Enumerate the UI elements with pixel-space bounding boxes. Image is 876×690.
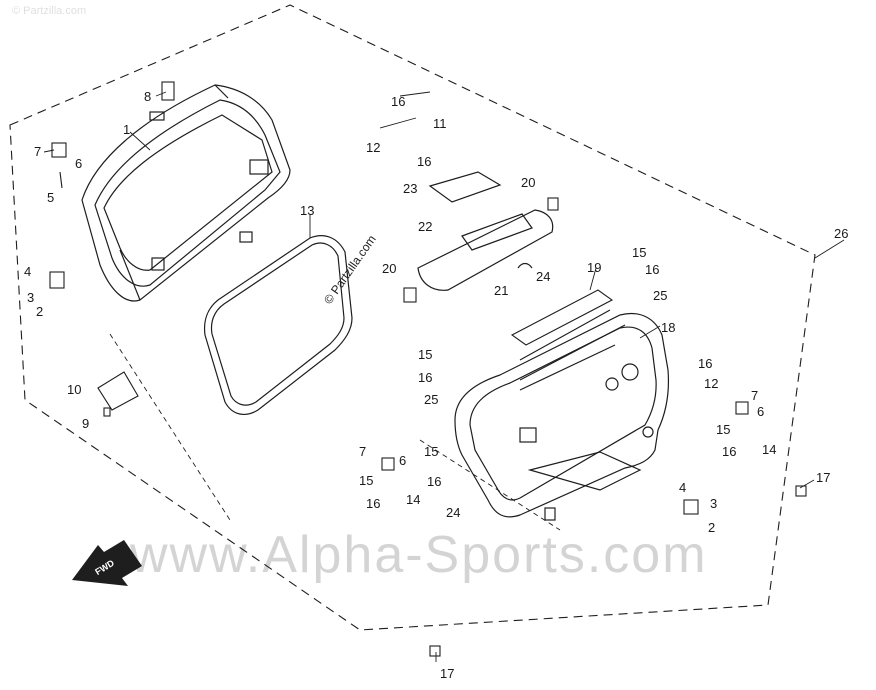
callout-8: 8 (144, 89, 151, 104)
callout-16c: 16 (645, 262, 659, 277)
callout-15a: 15 (632, 245, 646, 260)
callout-3a: 3 (27, 290, 34, 305)
callout-2a: 2 (36, 304, 43, 319)
callout-15e: 15 (716, 422, 730, 437)
callout-12b: 12 (704, 376, 718, 391)
callout-24b: 24 (446, 505, 460, 520)
callout-17a: 17 (816, 470, 830, 485)
callout-1: 1 (123, 122, 130, 137)
callout-16f: 16 (427, 474, 441, 489)
leader-lines (43, 91, 845, 662)
callout-6b: 6 (399, 453, 406, 468)
callout-15c: 15 (424, 444, 438, 459)
callout-15d: 15 (359, 473, 373, 488)
callout-4a: 4 (24, 264, 31, 279)
callout-6c: 6 (757, 404, 764, 419)
assembly-boundary (9, 4, 816, 631)
callout-17b: 17 (440, 666, 454, 681)
handle-parts (417, 171, 554, 291)
callout-25b: 25 (424, 392, 438, 407)
callout-11: 11 (433, 116, 447, 131)
callout-7c: 7 (751, 388, 758, 403)
box-body-part (454, 313, 670, 521)
callout-23: 23 (403, 181, 417, 196)
callout-22: 22 (418, 219, 432, 234)
callout-16e: 16 (698, 356, 712, 371)
callout-3b: 3 (710, 496, 717, 511)
callout-16g: 16 (366, 496, 380, 511)
callout-9: 9 (82, 416, 89, 431)
callout-14b: 14 (762, 442, 776, 457)
callout-7a: 7 (34, 144, 41, 159)
forward-arrow-icon: FWD (72, 540, 142, 586)
callout-5: 5 (47, 190, 54, 205)
callout-19: 19 (587, 260, 601, 275)
callout-7b: 7 (359, 444, 366, 459)
callout-13: 13 (300, 203, 314, 218)
callout-14a: 14 (406, 492, 420, 507)
hinge-parts (381, 197, 807, 657)
callout-16h: 16 (722, 444, 736, 459)
callout-4b: 4 (679, 480, 686, 495)
callout-18: 18 (661, 320, 675, 335)
callout-6a: 6 (75, 156, 82, 171)
callout-2b: 2 (708, 520, 715, 535)
callout-26: 26 (834, 226, 848, 241)
callout-12a: 12 (366, 140, 380, 155)
callout-10: 10 (67, 382, 81, 397)
callout-labels: 1 2 2 3 3 4 4 5 6 6 6 7 7 7 8 9 10 11 12… (24, 89, 848, 681)
callout-20a: 20 (521, 175, 535, 190)
callout-16b: 16 (417, 154, 431, 169)
callout-20b: 20 (382, 261, 396, 276)
callout-15b: 15 (418, 347, 432, 362)
callout-21: 21 (494, 283, 508, 298)
callout-25a: 25 (653, 288, 667, 303)
lid-part (81, 84, 291, 302)
watermark-text: www.Alpha-Sports.com (129, 526, 708, 584)
callout-16a: 16 (391, 94, 405, 109)
corner-watermark: © Partzilla.com (12, 5, 86, 17)
latch-parts-left (49, 81, 175, 417)
callout-24a: 24 (536, 269, 550, 284)
callout-16d: 16 (418, 370, 432, 385)
seal-part (203, 235, 353, 416)
